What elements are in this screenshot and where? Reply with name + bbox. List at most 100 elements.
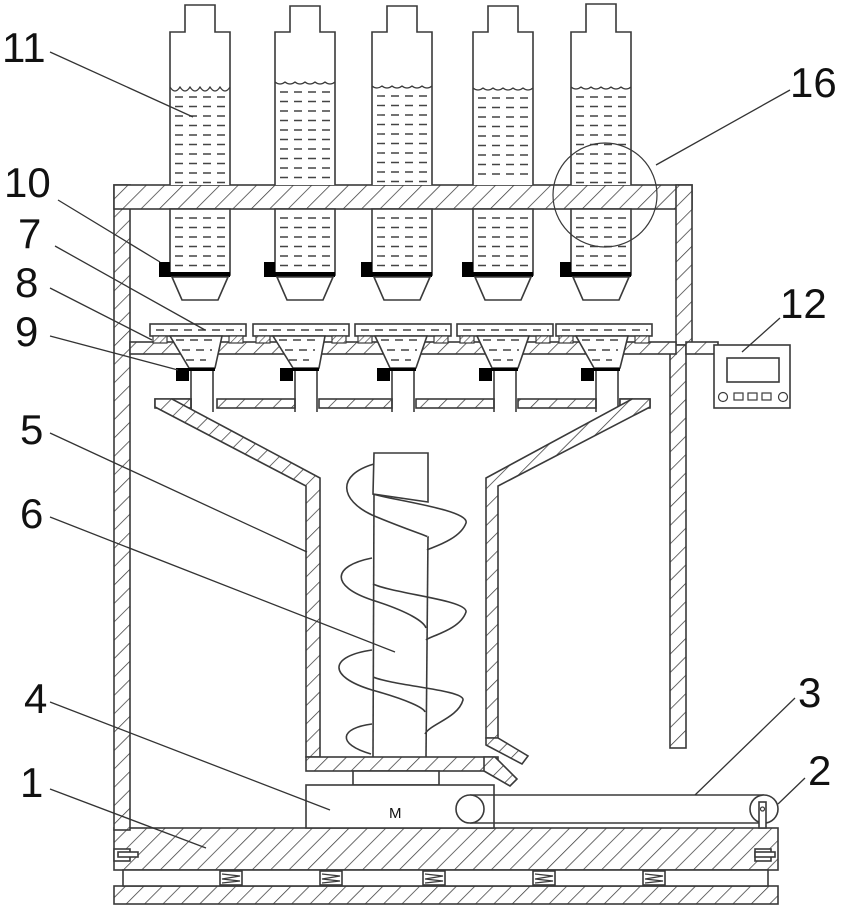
storage-columns: [159, 3, 632, 301]
controller: [713, 344, 791, 409]
leader-10: [57, 199, 161, 263]
auger-shaft-top: [372, 452, 429, 503]
leader-lines: [49, 51, 806, 849]
cup-funnel: [373, 335, 429, 369]
frame-left-wall: [113, 184, 131, 831]
column-outlet-cone: [571, 276, 631, 301]
part-labels: 11 16 10 7 8 9 12 5 6 4 1 3 2: [2, 24, 837, 806]
lower-valve-block: [581, 368, 594, 381]
base-springs: [219, 870, 666, 886]
label-5: 5: [20, 406, 43, 453]
upper-valve-plate: [170, 272, 230, 277]
hopper-right-wall: [485, 398, 651, 739]
liquid-surface: [169, 85, 231, 92]
storage-column: [361, 5, 433, 301]
column-body: [371, 5, 433, 185]
upper-valve-plate: [372, 272, 432, 277]
hopper-right-lip: [485, 737, 530, 766]
upper-valve-plate: [473, 272, 533, 277]
spring-coil: [221, 873, 241, 884]
lower-valve-block: [377, 368, 390, 381]
lower-valve-block: [280, 368, 293, 381]
spring-coil: [321, 873, 341, 884]
label-7: 7: [18, 210, 41, 257]
base-spring: [422, 870, 446, 886]
upper-valve-block: [159, 262, 170, 277]
leader-2: [777, 777, 806, 805]
leader-3: [694, 697, 796, 796]
frame-top-plate: [113, 184, 693, 210]
label-4: 4: [24, 675, 47, 722]
collection-hopper: [154, 398, 651, 787]
upper-valve-block: [462, 262, 473, 277]
label-8: 8: [15, 259, 38, 306]
cup-support-pad: [152, 335, 168, 344]
column-outlet-cone: [275, 276, 335, 301]
belt-conveyor: [455, 794, 779, 829]
hopper-shelf-segment: [318, 398, 393, 409]
upper-valve-block: [361, 262, 372, 277]
controller-button: [761, 392, 772, 401]
hopper-floor: [305, 756, 499, 772]
label-1: 1: [20, 759, 43, 806]
leader-7: [54, 245, 206, 331]
leader-5: [49, 432, 308, 553]
leader-1: [49, 788, 207, 849]
base-plate: [113, 827, 779, 871]
cup-support-pad: [433, 335, 449, 344]
label-3: 3: [798, 669, 821, 716]
spring-coil: [644, 873, 664, 884]
frame-right-wall-upper: [675, 184, 693, 346]
label-2: 2: [808, 747, 831, 794]
base-spring: [642, 870, 666, 886]
leader-12: [741, 317, 781, 353]
column-lower: [570, 208, 632, 276]
column-lower: [274, 208, 336, 276]
leader-8: [49, 287, 153, 341]
column-body: [570, 3, 632, 185]
hopper-floor-chute: [483, 756, 519, 787]
base-assembly: [113, 827, 779, 905]
column-body: [169, 4, 231, 185]
column-lower: [472, 208, 534, 276]
lower-valve-plate: [189, 368, 215, 371]
spring-coil: [424, 873, 444, 884]
controller-button-round-right: [777, 391, 789, 403]
cup-support-pad: [331, 335, 347, 344]
leader-16: [655, 89, 791, 166]
column-outlet-cone: [372, 276, 432, 301]
column-lower: [169, 208, 231, 276]
label-9: 9: [15, 308, 38, 355]
liquid-surface: [472, 87, 534, 91]
roller-axle: [759, 806, 766, 812]
funnel-cups: [149, 323, 653, 412]
lower-valve-block: [176, 368, 189, 381]
label-12: 12: [780, 280, 827, 327]
lower-valve-plate: [492, 368, 518, 371]
hopper-shelf-segment: [517, 398, 597, 409]
column-body: [472, 5, 534, 185]
storage-column: [462, 5, 534, 301]
funnel-cup: [252, 323, 350, 412]
controller-display: [726, 357, 780, 383]
spring-coil: [534, 873, 554, 884]
lower-valve-plate: [293, 368, 319, 371]
controller-button: [733, 392, 744, 401]
cup-support-pad: [558, 335, 574, 344]
controller-button: [747, 392, 758, 401]
auger-flight: [346, 463, 429, 538]
lower-valve-plate: [390, 368, 416, 371]
cup-support-pad: [535, 335, 551, 344]
column-body: [274, 5, 336, 185]
upper-valve-plate: [571, 272, 631, 277]
roller-support: [758, 801, 767, 829]
lower-valve-plate: [594, 368, 620, 371]
right-clip-bolt: [754, 851, 776, 858]
column-outlet-cone: [473, 276, 533, 301]
hopper-shelf-segment: [216, 398, 296, 409]
cup-support-pad: [634, 335, 650, 344]
upper-valve-block: [264, 262, 275, 277]
lower-valve-block: [479, 368, 492, 381]
base-spring: [219, 870, 243, 886]
